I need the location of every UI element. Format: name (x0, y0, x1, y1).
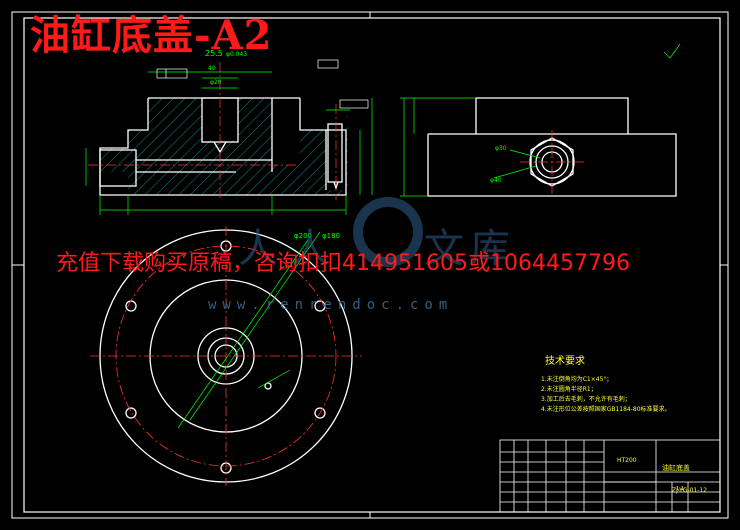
page-title: 油缸底盖-A2 (30, 12, 273, 59)
section-view: 25.5 φ0.043 40 φ20 (85, 49, 373, 215)
material-label: HT200 (617, 457, 637, 464)
technical-note: 2.未注圆角半径R1； (541, 386, 597, 393)
centering-marks (12, 12, 728, 518)
drawing-number: ZJ-YG-01-12 (672, 487, 707, 494)
watermark-url: www.renrendoc.com (208, 297, 454, 313)
watermark-char-2: 人 (290, 226, 330, 272)
dim-40b: φ40 (490, 177, 502, 184)
dim-20: φ20 (210, 79, 222, 86)
technical-note: 4.未注形位公差按照国家GB1184-80标准要求。 (541, 406, 671, 413)
advert-banner: 充值下载购买原稿，咨询扣扣414951605或1064457796 (56, 251, 630, 276)
plan-view: φ200 φ180 (90, 226, 362, 486)
title-block (499, 439, 721, 513)
technical-requirements-title: 技术要求 (545, 356, 585, 367)
scale-value: 1:1 (676, 486, 684, 492)
dim-180: φ180 (322, 232, 340, 240)
roughness-mark (663, 43, 681, 59)
part-name-label: 油缸底盖 (662, 463, 690, 472)
technical-note: 3.加工后去毛刺，不允许有毛刺； (541, 396, 631, 403)
dim-tol: φ0.043 (226, 51, 247, 58)
side-view: φ30 φ40 (400, 43, 681, 197)
watermark-char-4: 库 (470, 226, 510, 272)
watermark-logo: 人 人 文 库 (238, 197, 510, 272)
dim-30: φ30 (495, 145, 507, 152)
watermark-char-3: 文 (424, 226, 464, 272)
dim-40: 40 (208, 65, 216, 72)
dim-25-5: 25.5 (205, 49, 223, 58)
technical-note: 1.未注倒角均为C1×45°； (541, 376, 613, 383)
dim-200: φ200 (294, 232, 312, 240)
watermark-char-1: 人 (238, 226, 278, 272)
